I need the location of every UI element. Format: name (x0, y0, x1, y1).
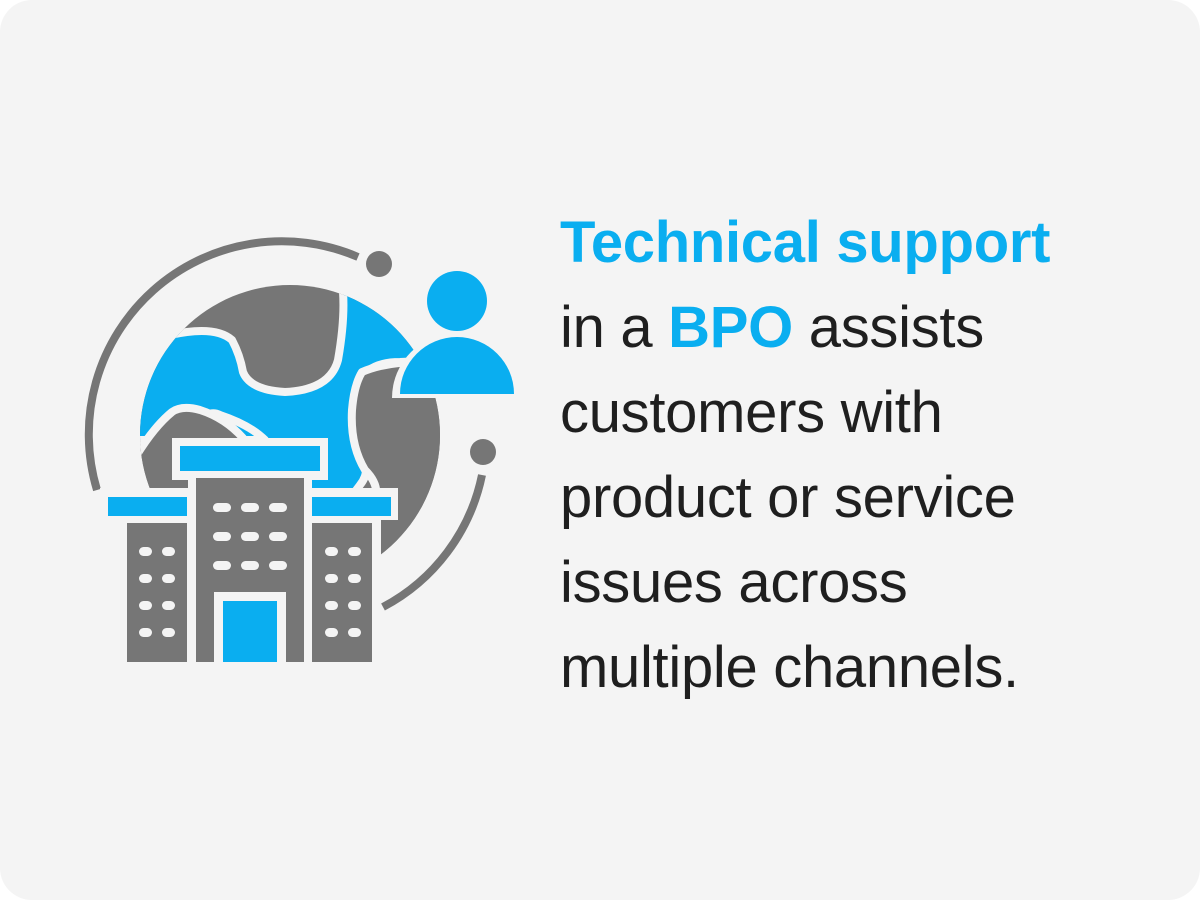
window-grid (139, 503, 361, 637)
text-line-2: in a BPO assists (560, 285, 1160, 370)
text-line-3: customers with (560, 380, 943, 445)
text-line-4: product or service (560, 465, 1016, 530)
orbit-dot-icon (470, 439, 496, 465)
text-line-6: multiple channels. (560, 635, 1019, 700)
text-line-5: issues across (560, 550, 908, 615)
office-building-icon (100, 438, 398, 666)
orbit-dot-icon (366, 251, 392, 277)
highlight-bpo: BPO (668, 295, 793, 360)
text-fragment: in a (560, 295, 669, 360)
description-text: Technical support in a BPO assists custo… (560, 200, 1160, 710)
headline-line: Technical support (560, 200, 1160, 285)
highlight-technical-support: Technical support (560, 210, 1051, 275)
bpo-technical-support-illustration (84, 237, 522, 666)
person-icon (392, 262, 522, 398)
orbit-arc-icon (84, 237, 486, 611)
text-fragment: assists (792, 295, 984, 360)
